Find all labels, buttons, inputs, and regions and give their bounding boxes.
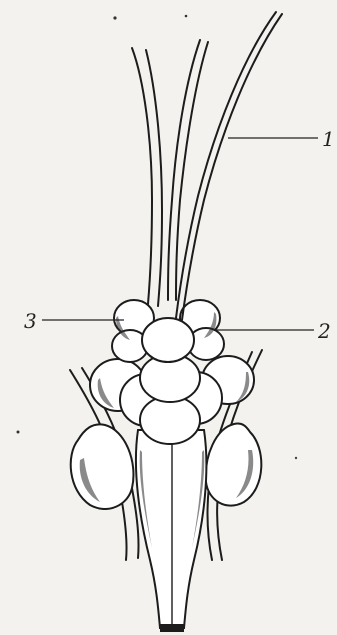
print-speck [113, 16, 116, 19]
right-olfactory-tract-edge [176, 12, 276, 318]
label-3: 3 [24, 309, 37, 333]
left-olfactory-tract [132, 48, 152, 304]
print-speck [17, 431, 20, 434]
label-2: 2 [317, 319, 331, 343]
label-1: 1 [322, 127, 335, 151]
central-upper-lobe [142, 318, 194, 362]
print-speck [295, 457, 297, 459]
stem-base [160, 624, 184, 632]
left-olfactory-tract-edge [146, 50, 162, 306]
center-lower-lobe [140, 396, 200, 444]
right-olfactory-tract [182, 14, 282, 320]
print-speck [185, 15, 188, 18]
